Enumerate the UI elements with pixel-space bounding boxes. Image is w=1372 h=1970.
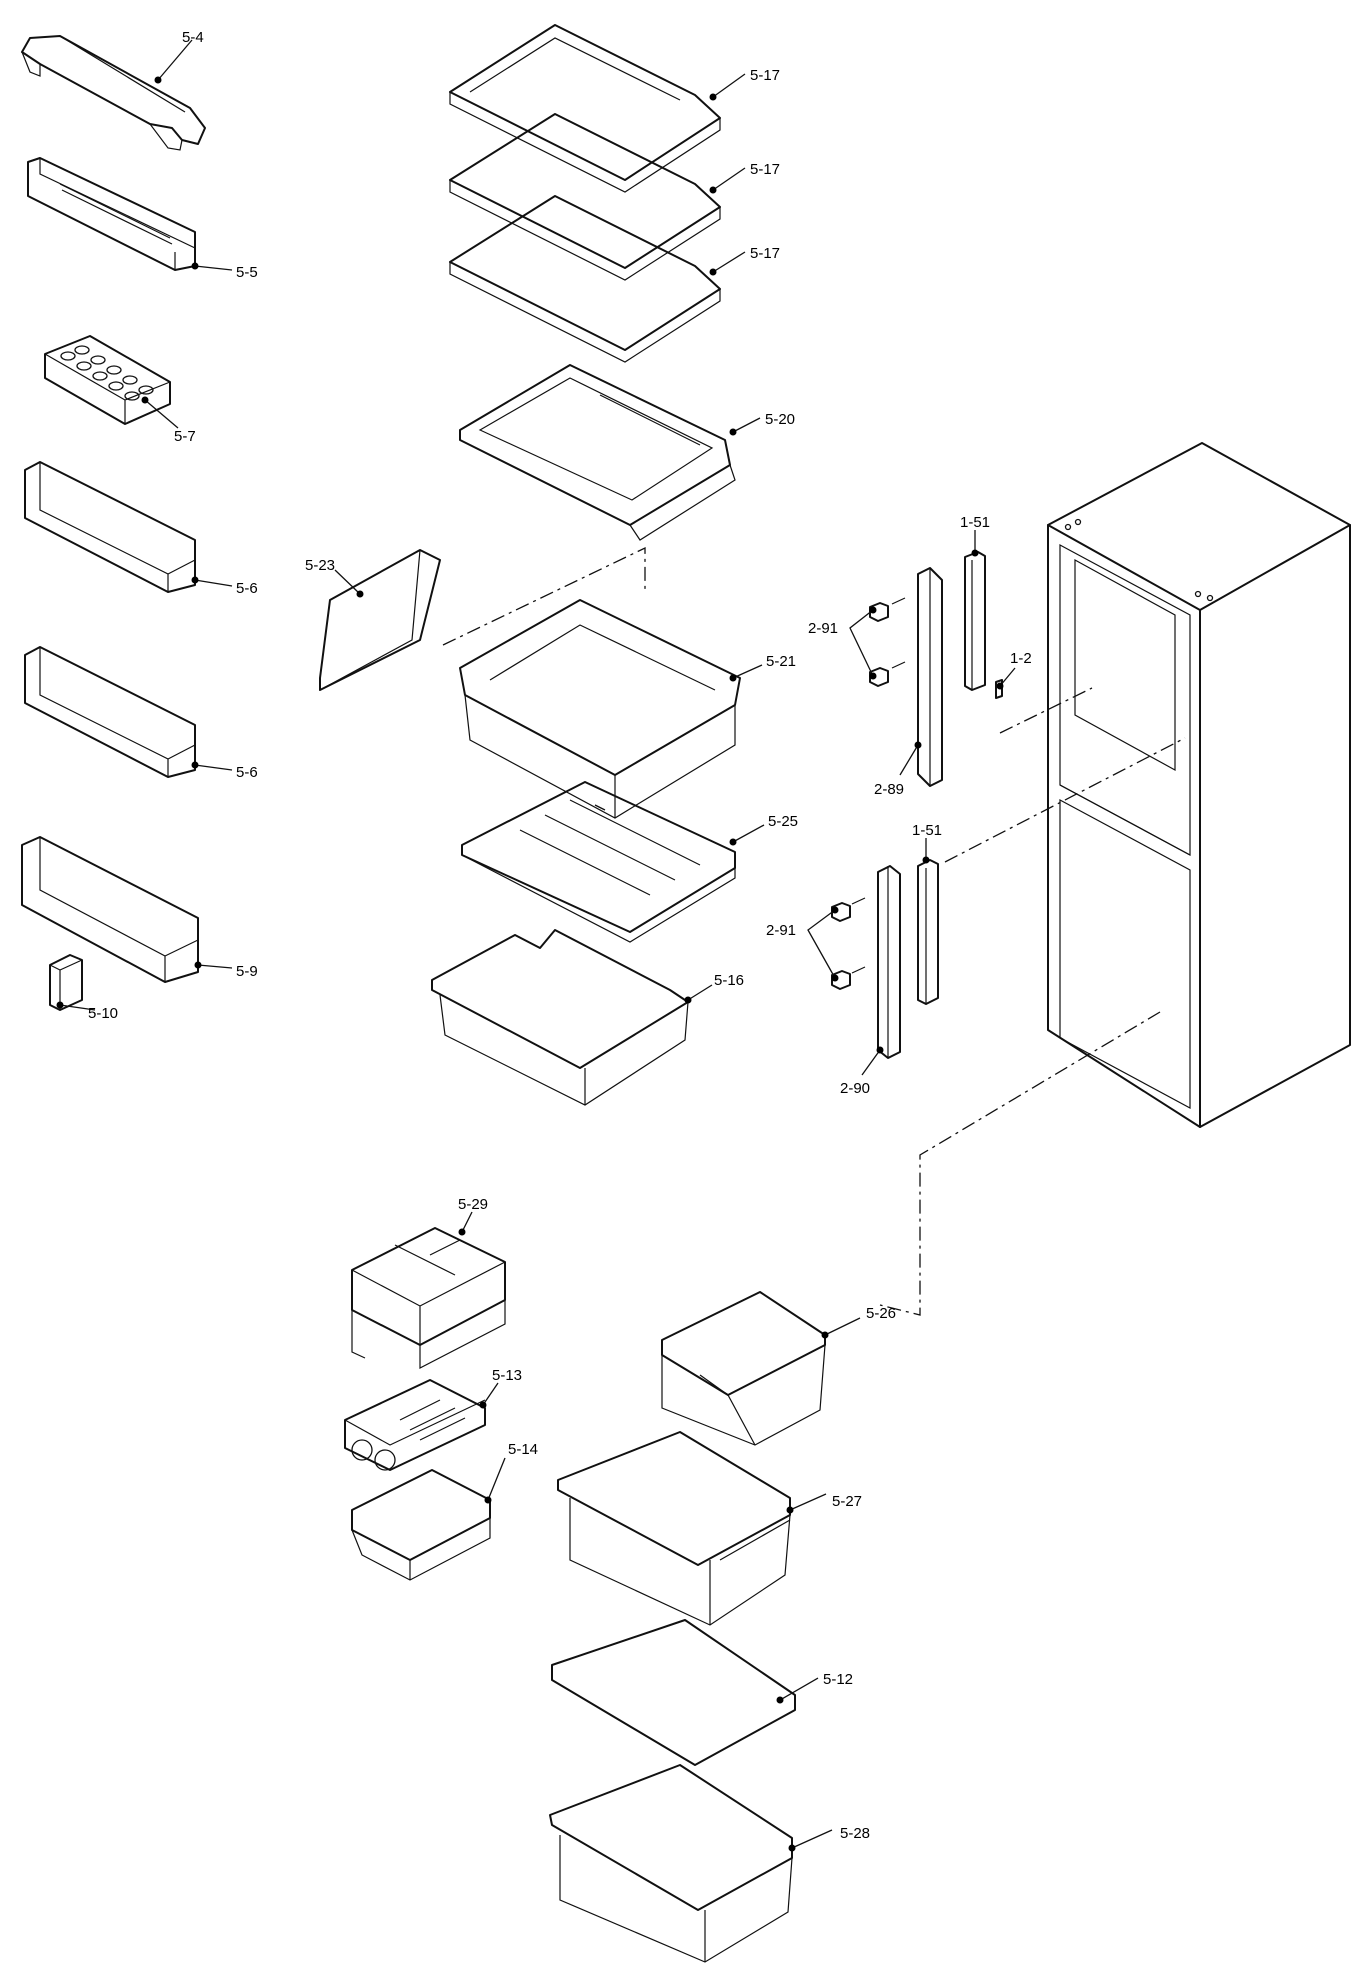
label-5-17-3: 5-17 bbox=[750, 245, 780, 262]
label-5-10: 5-10 bbox=[88, 1005, 118, 1022]
label-5-29: 5-29 bbox=[458, 1196, 488, 1213]
part-5-4-handle-cover bbox=[21, 35, 206, 151]
part-5-5-shelf-bin bbox=[27, 157, 196, 271]
label-5-23: 5-23 bbox=[305, 557, 335, 574]
part-5-17-shelf-3 bbox=[449, 195, 721, 363]
part-5-26-freezer-basket-small bbox=[661, 1291, 826, 1446]
label-5-4: 5-4 bbox=[182, 29, 204, 46]
part-1-51-upper-trim bbox=[964, 551, 986, 691]
part-5-27-freezer-drawer bbox=[557, 1431, 791, 1626]
label-1-2: 1-2 bbox=[1010, 650, 1032, 667]
part-5-7-egg-tray bbox=[44, 335, 171, 425]
label-5-20: 5-20 bbox=[765, 411, 795, 428]
part-5-12-divider-plate bbox=[551, 1619, 796, 1766]
label-2-91-lower: 2-91 bbox=[766, 922, 796, 939]
label-2-89: 2-89 bbox=[874, 781, 904, 798]
part-5-16-freezer-drawer bbox=[431, 929, 689, 1106]
label-5-27: 5-27 bbox=[832, 1493, 862, 1510]
part-1-51-lower-trim bbox=[917, 859, 939, 1005]
part-1-2-pin bbox=[995, 679, 1003, 699]
part-5-17-shelf-2 bbox=[449, 113, 721, 281]
assembly-guide-lines bbox=[442, 546, 1186, 1316]
part-5-14-ice-bin bbox=[351, 1469, 491, 1581]
part-5-25-drawer-cover bbox=[461, 781, 736, 943]
label-5-9: 5-9 bbox=[236, 963, 258, 980]
label-1-51-upper: 1-51 bbox=[960, 514, 990, 531]
label-5-21: 5-21 bbox=[766, 653, 796, 670]
label-5-13: 5-13 bbox=[492, 1367, 522, 1384]
label-5-28: 5-28 bbox=[840, 1825, 870, 1842]
part-2-91-lower-caps bbox=[831, 897, 866, 990]
part-5-29-ice-maker bbox=[351, 1227, 506, 1369]
part-2-89-hinge-cover bbox=[917, 567, 943, 787]
label-5-16: 5-16 bbox=[714, 972, 744, 989]
part-5-10-divider bbox=[49, 954, 83, 1011]
label-5-7: 5-7 bbox=[174, 428, 196, 445]
label-5-6-lower: 5-6 bbox=[236, 764, 258, 781]
part-5-21-crisper-drawer bbox=[459, 599, 741, 819]
part-5-6-door-bin-upper bbox=[24, 461, 196, 593]
label-2-91-upper: 2-91 bbox=[808, 620, 838, 637]
part-5-13-ice-tray bbox=[344, 1379, 486, 1471]
label-5-14: 5-14 bbox=[508, 1441, 538, 1458]
label-5-25: 5-25 bbox=[768, 813, 798, 830]
label-5-5: 5-5 bbox=[236, 264, 258, 281]
label-5-17-2: 5-17 bbox=[750, 161, 780, 178]
label-5-26: 5-26 bbox=[866, 1305, 896, 1322]
label-5-12: 5-12 bbox=[823, 1671, 853, 1688]
part-labels: 5-4 5-5 5-7 5-6 5-6 5-9 5-10 5-17 5-17 5… bbox=[88, 29, 1032, 1842]
part-2-91-upper-caps bbox=[869, 597, 906, 687]
part-5-17-shelf-1 bbox=[449, 24, 721, 193]
label-5-17-1: 5-17 bbox=[750, 67, 780, 84]
label-2-90: 2-90 bbox=[840, 1080, 870, 1097]
leader-lines bbox=[56, 39, 1016, 1852]
part-5-6-door-bin-lower bbox=[24, 646, 196, 778]
part-5-23-partition bbox=[319, 549, 441, 691]
part-5-28-freezer-drawer-bottom bbox=[549, 1764, 793, 1963]
part-refrigerator-cabinet bbox=[1047, 442, 1351, 1128]
part-5-20-shelf-glass bbox=[459, 364, 736, 541]
part-2-90-hinge-cover bbox=[877, 865, 901, 1059]
label-1-51-lower: 1-51 bbox=[912, 822, 942, 839]
label-5-6-upper: 5-6 bbox=[236, 580, 258, 597]
part-5-9-door-bin-large bbox=[21, 836, 199, 983]
